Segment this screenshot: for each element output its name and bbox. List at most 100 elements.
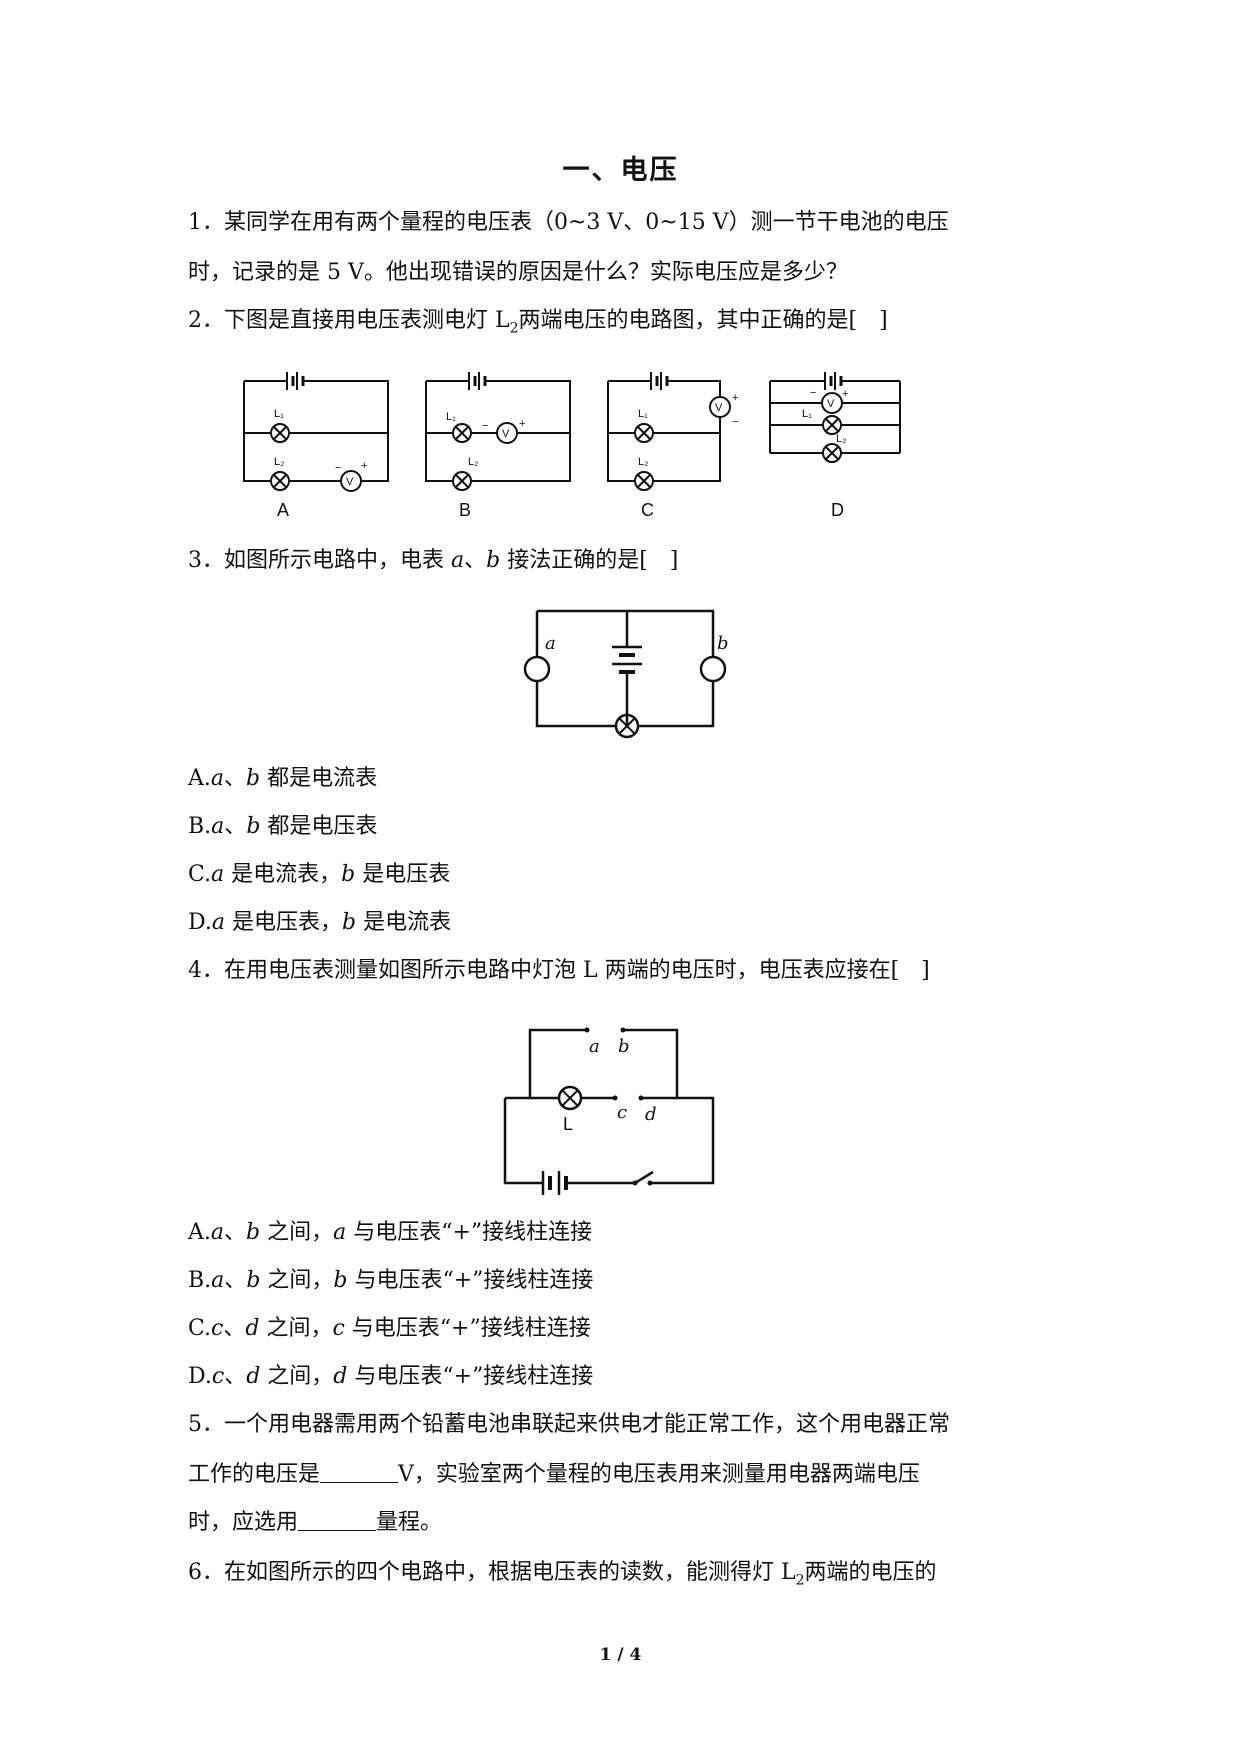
option-text-1: 是电压表， — [224, 910, 342, 935]
question-2-text-pre: 2．下图是直接用电压表测电灯 L — [188, 308, 510, 333]
question-4: 4．在用电压表测量如图所示电路中灯泡 L 两端的电压时，电压表应接在[ ] — [188, 958, 930, 983]
lamp-l1 — [270, 423, 290, 443]
voltmeter-label: V — [827, 398, 835, 410]
question-5-line-3-pre: 时，应选用 — [188, 1510, 299, 1535]
question-3-sep: 、 — [464, 548, 487, 573]
question-3: 3．如图所示电路中，电表 a、b 接法正确的是[ ] — [188, 546, 678, 576]
battery — [541, 1171, 568, 1195]
minus-sign: − — [335, 462, 341, 474]
question-5-line-1: 5．一个用电器需用两个铅蓄电池串联起来供电才能正常工作，这个用电器正常 — [188, 1412, 950, 1437]
page-number: 1 / 4 — [599, 1645, 642, 1665]
question-3-option-b[interactable]: B.a、b 都是电压表 — [188, 812, 377, 842]
voltmeter-label: V — [346, 476, 354, 488]
option-text-1: 、 — [224, 1220, 247, 1245]
answer-blank-range[interactable] — [298, 1510, 377, 1531]
question-5-line-3-post: 量程。 — [376, 1510, 443, 1535]
question-3-option-d[interactable]: D.a 是电压表，b 是电流表 — [188, 908, 451, 938]
question-1-line-2: 时，记录的是 5 V。他出现错误的原因是什么？实际电压应是多少？ — [188, 260, 848, 285]
lamp-l1-label: L₁ — [638, 408, 648, 420]
question-6-text-post: 两端的电压的 — [804, 1560, 937, 1585]
switch — [632, 1170, 654, 1186]
option-letter: D. — [188, 1364, 212, 1389]
question-3-option-a[interactable]: A.a、b 都是电流表 — [188, 764, 377, 794]
option-var-1: a — [210, 1220, 225, 1245]
question-4-option-b[interactable]: B.a、b 之间，b 与电压表“+”接线柱连接 — [188, 1266, 593, 1296]
question-3-var-b: b — [486, 548, 501, 573]
option-var-3: a — [333, 1220, 347, 1245]
figure-label-a: A — [277, 500, 289, 520]
option-letter: B. — [188, 814, 212, 839]
option-text-2: 都是电流表 — [260, 766, 378, 791]
option-var-3: d — [333, 1364, 348, 1389]
circuit-c: L₁ L₂ V + − C — [607, 372, 738, 520]
option-text-2: 之间， — [260, 1268, 334, 1293]
option-text-2: 是电流表 — [356, 910, 452, 935]
lamp-l2-label: L₂ — [468, 456, 478, 468]
question-2-text-post: 两端电压的电路图，其中正确的是[ ] — [518, 308, 888, 333]
lamp — [614, 713, 640, 739]
option-var-3: c — [332, 1316, 345, 1341]
option-var-1: c — [211, 1364, 225, 1389]
voltmeter: V — [821, 392, 843, 414]
label-a: a — [589, 1036, 600, 1057]
circuit-b: L₁ L₂ V − + B — [425, 372, 571, 520]
option-text-2: 之间， — [260, 1364, 334, 1389]
lamp-l2-label: L₂ — [836, 433, 846, 445]
question-3-text-pre: 3．如图所示电路中，电表 — [188, 548, 451, 573]
option-letter: B. — [188, 1268, 212, 1293]
voltmeter: V — [709, 396, 731, 418]
lamp-l2 — [270, 471, 290, 491]
question-4-option-d[interactable]: D.c、d 之间，d 与电压表“+”接线柱连接 — [188, 1362, 593, 1392]
plus-sign: + — [732, 392, 738, 404]
terminal-a — [584, 1027, 590, 1033]
option-letter: A. — [188, 766, 211, 791]
question-3-text-post: 接法正确的是[ ] — [500, 548, 679, 573]
meter-a — [523, 655, 551, 683]
question-2: 2．下图是直接用电压表测电灯 L2两端电压的电路图，其中正确的是[ ] — [188, 306, 888, 343]
question-4-circuit-figure: a b c d L — [503, 1027, 715, 1195]
lamp-l-label: L — [563, 1114, 573, 1134]
label-c: c — [617, 1102, 627, 1123]
option-var-2: b — [246, 1220, 261, 1245]
meter-b-label: b — [717, 633, 729, 654]
lamp-l1-label: L₁ — [802, 408, 812, 420]
lamp-l2 — [452, 471, 472, 491]
terminal-c — [612, 1095, 618, 1101]
option-var-2: d — [245, 1316, 260, 1341]
question-3-var-a: a — [451, 548, 465, 573]
option-text-1: 、 — [224, 814, 247, 839]
option-var-2: b — [246, 814, 261, 839]
question-4-option-c[interactable]: C.c、d 之间，c 与电压表“+”接线柱连接 — [188, 1314, 591, 1344]
lamp-l1-label: L₁ — [446, 411, 456, 423]
question-2-subscript: 2 — [509, 320, 519, 337]
question-3-option-c[interactable]: C.a 是电流表，b 是电压表 — [188, 860, 450, 890]
question-4-option-a[interactable]: A.a、b 之间，a 与电压表“+”接线柱连接 — [188, 1218, 592, 1248]
answer-blank-voltage[interactable] — [320, 1462, 399, 1483]
circuit-d: V − + L₁ L₂ D — [769, 372, 901, 520]
option-text-2: 都是电压表 — [260, 814, 378, 839]
question-1-line-1: 1．某同学在用有两个量程的电压表（0~3 V、0~15 V）测一节干电池的电压 — [188, 210, 949, 235]
option-text-1: 、 — [224, 1364, 247, 1389]
option-var-1: a — [211, 1268, 225, 1293]
option-var-1: c — [211, 1316, 224, 1341]
figure-label-c: C — [641, 500, 654, 520]
option-var-1: a — [210, 766, 225, 791]
plus-sign: + — [842, 388, 848, 400]
question-3-circuit-figure: a b — [523, 609, 729, 739]
option-text-3: 与电压表“+”接线柱连接 — [347, 1268, 594, 1293]
voltmeter-label: V — [715, 402, 723, 414]
question-6-text-pre: 6．在如图所示的四个电路中，根据电压表的读数，能测得灯 L — [188, 1560, 796, 1585]
circuit-a: L₁ L₂ V − + A — [243, 372, 389, 520]
lamp-l1 — [822, 415, 842, 435]
lamp-l1-label: L₁ — [274, 408, 284, 420]
option-text-1: 、 — [224, 1268, 247, 1293]
option-letter: D. — [188, 910, 212, 935]
meter-a-label: a — [545, 633, 556, 654]
option-var-2: b — [341, 910, 357, 935]
option-var-1: a — [211, 814, 225, 839]
question-5-line-2-pre: 工作的电压是 — [188, 1462, 321, 1487]
lamp-l2-label: L₂ — [274, 456, 284, 468]
question-2-circuits-figure: L₁ L₂ V − + A L₁ L₂ V − + B L₁ — [243, 372, 901, 520]
